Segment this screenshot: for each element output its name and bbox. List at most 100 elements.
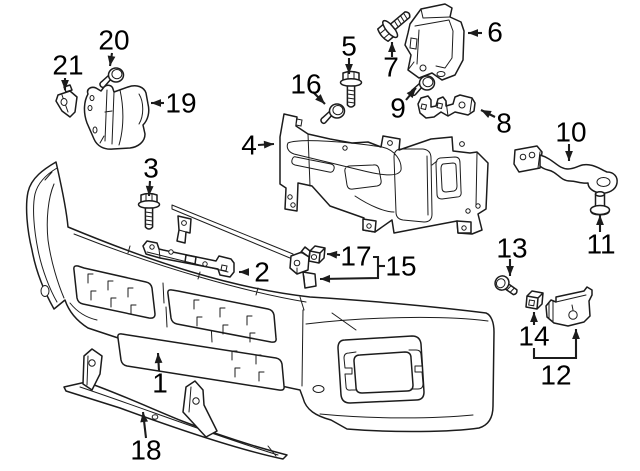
part-5-hex-flange-bolt	[339, 70, 363, 108]
callout-16-push-pin-rivet: 16	[290, 69, 326, 105]
fog-lamp-recess	[337, 335, 425, 404]
end-bracket-hole	[60, 98, 68, 106]
part-6-upper-mounting-bracket	[404, 3, 465, 81]
brace-plate	[513, 145, 543, 173]
callout-7-hex-flange-bolt: 7	[383, 42, 399, 83]
leader-arrowhead	[596, 215, 604, 225]
callout-4-outer-support-panel: 4	[241, 130, 275, 161]
callout-number: 12	[540, 360, 571, 391]
bracket-creases	[146, 248, 229, 273]
rail-bracket-holes	[181, 220, 301, 267]
grille-slot-ticks	[87, 273, 265, 382]
rail-left-bracket-fold	[178, 229, 187, 233]
callout-1-front-bumper-face-bar: 1	[152, 352, 168, 399]
callout-number: 6	[487, 17, 503, 48]
fog-lamp-clips	[343, 349, 424, 391]
callout-21-end-bracket: 21	[52, 50, 84, 90]
brace-arm	[539, 154, 618, 194]
part-19-splash-shield-bracket	[83, 84, 150, 150]
leader-arrowhead	[406, 88, 416, 99]
leader-arrowhead	[61, 80, 69, 90]
leader-arrowhead	[263, 140, 274, 149]
clip-nut-hole	[528, 299, 536, 307]
leader-arrowhead	[151, 99, 161, 107]
clip-body	[308, 245, 326, 264]
callout-number: 7	[383, 52, 399, 83]
leader-arrowhead	[572, 329, 580, 339]
leader-arrowhead	[320, 274, 331, 283]
callout-8-side-mounting-bracket: 8	[480, 108, 512, 139]
callout-13-flange-screw: 13	[496, 233, 528, 276]
bracket-holes	[149, 244, 228, 272]
callout-number: 14	[518, 321, 549, 352]
leader-arrowhead	[530, 312, 538, 322]
deflector-holes	[88, 359, 200, 420]
part-17-retainer-clip	[308, 245, 326, 264]
corner-bracket-folds	[548, 294, 587, 322]
leader-arrowhead	[506, 266, 514, 276]
callout-number: 15	[385, 251, 416, 282]
callout-number: 5	[341, 31, 357, 62]
deflector-fin-creases	[86, 355, 192, 413]
leader-arrowhead	[239, 268, 249, 276]
clip-nut-body	[525, 290, 544, 310]
upper-bracket-holes	[409, 37, 446, 77]
part-10-support-brace	[513, 145, 618, 194]
leader-arrowhead	[327, 250, 338, 259]
part-11-rivet-bolt	[589, 191, 611, 216]
leader-arrowhead	[315, 94, 325, 104]
side-bracket-folds	[445, 97, 473, 117]
callout-number: 2	[254, 257, 270, 288]
callout-3-hex-flange-bolt: 3	[143, 153, 159, 197]
callout-15-support-rail-end-bracket: 15	[319, 251, 417, 283]
leader-arrowhead	[145, 185, 154, 196]
callout-number: 9	[390, 93, 406, 124]
brace-fold	[537, 151, 541, 169]
callout-19-splash-shield-bracket: 19	[151, 88, 197, 119]
deflector-edge-line	[79, 386, 279, 457]
panel-holes	[287, 118, 481, 231]
part-16-push-pin-rivet	[320, 103, 346, 125]
callout-20-push-pin-rivet: 20	[98, 25, 130, 67]
corner-bracket-hole	[568, 310, 578, 320]
leader-line	[319, 255, 380, 281]
part-20-push-pin-rivet	[99, 67, 125, 89]
callout-9-push-pin-rivet: 9	[390, 87, 417, 124]
leader-arrowhead	[565, 151, 573, 161]
shield-creases	[99, 89, 144, 146]
callout-number: 18	[130, 435, 161, 466]
callout-6-upper-mounting-bracket: 6	[468, 17, 503, 48]
leader-arrowhead	[154, 353, 163, 364]
shield-holes	[87, 95, 98, 134]
part-15-support-rail	[171, 204, 317, 289]
callout-12-corner-bracket-group: 12	[532, 329, 580, 391]
callout-18-lower-deflector-skid-plate: 18	[130, 411, 162, 466]
leader-arrowhead	[140, 412, 149, 423]
bumper-holes	[40, 285, 325, 393]
leader-line	[532, 329, 578, 360]
leader-arrowhead	[107, 55, 116, 66]
callout-number: 21	[52, 50, 83, 81]
rail-lines	[171, 204, 294, 259]
callout-number: 16	[290, 69, 321, 100]
callout-number: 4	[241, 130, 257, 161]
leader-arrowhead	[388, 42, 396, 52]
callout-10-support-brace: 10	[555, 117, 587, 161]
callout-number: 20	[98, 25, 129, 56]
leader-arrowhead	[481, 110, 492, 118]
rail-end-bracket-folds	[296, 267, 306, 289]
side-bracket-holes	[420, 101, 466, 111]
clip-hole	[310, 254, 318, 260]
callout-2-center-support-bracket: 2	[239, 257, 270, 288]
part-21-end-bracket	[55, 84, 78, 118]
deflector-right-fin	[182, 380, 218, 438]
upper-bracket-outline	[404, 3, 465, 81]
callout-number: 19	[165, 88, 196, 119]
callout-number: 3	[143, 153, 159, 184]
part-2-center-support-bracket	[142, 240, 235, 278]
part-8-side-mounting-bracket	[417, 94, 476, 119]
callout-number: 1	[152, 368, 168, 399]
callout-number: 8	[496, 108, 512, 139]
